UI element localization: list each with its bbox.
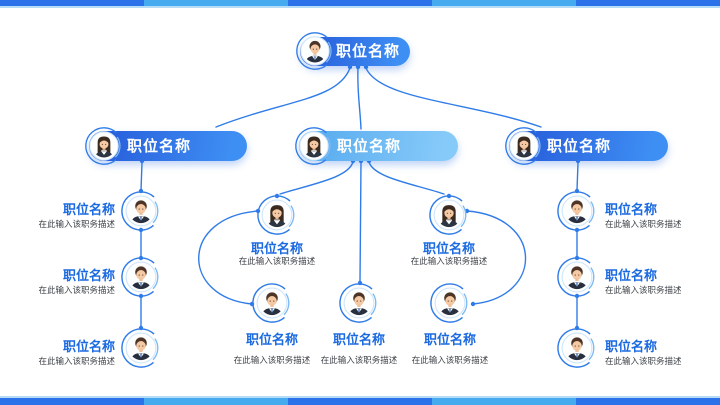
member-avatar [338,282,380,324]
head-avatar [294,126,334,166]
top-decor-edge [0,6,720,8]
org-member-center-lower-3[interactable]: 职位名称 在此输入该职务描述 [390,280,510,370]
org-member-center-lower-2[interactable]: 职位名称 在此输入该职务描述 [299,280,419,370]
member-title: 职位名称 [422,241,475,256]
member-desc: 在此输入该职务描述 [238,256,316,266]
member-desc: 在此输入该职务描述 [410,256,488,266]
decor-bar-segment [432,0,576,6]
org-node-root[interactable]: 职位名称 [293,29,414,73]
member-title: 职位名称 [605,339,658,354]
head-title: 职位名称 [547,138,612,155]
member-title: 职位名称 [250,241,303,256]
member-desc: 在此输入该职务描述 [411,355,489,365]
decor-bar-segment [0,398,144,405]
org-member-right-3[interactable]: 职位名称 在此输入该职务描述 [554,325,704,371]
member-avatar [556,256,598,298]
org-node-head-right[interactable]: 职位名称 [502,124,670,168]
member-avatar [120,327,162,369]
decor-bar-segment [288,398,432,405]
bottom-decor-edge [0,396,720,398]
decor-bar-segment [0,0,144,6]
decor-bar-segment [144,398,288,405]
member-title: 职位名称 [245,332,298,347]
member-desc: 在此输入该职务描述 [38,356,115,366]
member-desc: 在此输入该职务描述 [233,355,311,365]
member-avatar [429,282,471,324]
root-title: 职位名称 [336,43,401,60]
head-avatar [84,126,124,166]
head-title: 职位名称 [337,138,402,155]
top-decor-bar [0,0,720,6]
member-title: 职位名称 [62,202,115,217]
member-avatar [256,194,298,236]
member-desc: 在此输入该职务描述 [38,219,115,229]
member-desc: 在此输入该职务描述 [605,219,682,229]
member-title: 职位名称 [423,332,476,347]
head-title: 职位名称 [127,138,192,155]
org-member-right-1[interactable]: 职位名称 在此输入该职务描述 [554,188,704,234]
member-title: 职位名称 [62,339,115,354]
decor-bar-segment [144,0,288,6]
decor-bar-segment [432,398,576,405]
decor-bar-segment [576,398,720,405]
member-avatar [428,194,470,236]
decor-bar-segment [576,0,720,6]
member-desc: 在此输入该职务描述 [38,285,115,295]
member-avatar [556,327,598,369]
member-desc: 在此输入该职务描述 [320,355,398,365]
member-title: 职位名称 [332,332,385,347]
org-node-head-left[interactable]: 职位名称 [82,124,249,168]
org-member-left-3[interactable]: 职位名称 在此输入该职务描述 [18,325,164,371]
decor-bar-segment [288,0,432,6]
org-member-left-1[interactable]: 职位名称 在此输入该职务描述 [18,188,164,234]
root-avatar [295,31,335,71]
member-desc: 在此输入该职务描述 [605,356,682,366]
member-avatar [556,190,598,232]
member-title: 职位名称 [605,202,658,217]
bottom-decor-bar [0,398,720,405]
member-title: 职位名称 [62,268,115,283]
org-member-center-upper-2[interactable]: 职位名称 在此输入该职务描述 [389,192,509,272]
org-member-left-2[interactable]: 职位名称 在此输入该职务描述 [18,254,164,300]
member-avatar [120,256,162,298]
org-node-head-center[interactable]: 职位名称 [292,124,460,168]
member-desc: 在此输入该职务描述 [605,285,682,295]
org-member-right-2[interactable]: 职位名称 在此输入该职务描述 [554,254,704,300]
member-title: 职位名称 [605,268,658,283]
org-member-center-lower-1[interactable]: 职位名称 在此输入该职务描述 [212,280,332,370]
member-avatar [120,190,162,232]
org-member-center-upper-1[interactable]: 职位名称 在此输入该职务描述 [217,192,337,272]
head-avatar [504,126,544,166]
member-avatar [251,282,293,324]
